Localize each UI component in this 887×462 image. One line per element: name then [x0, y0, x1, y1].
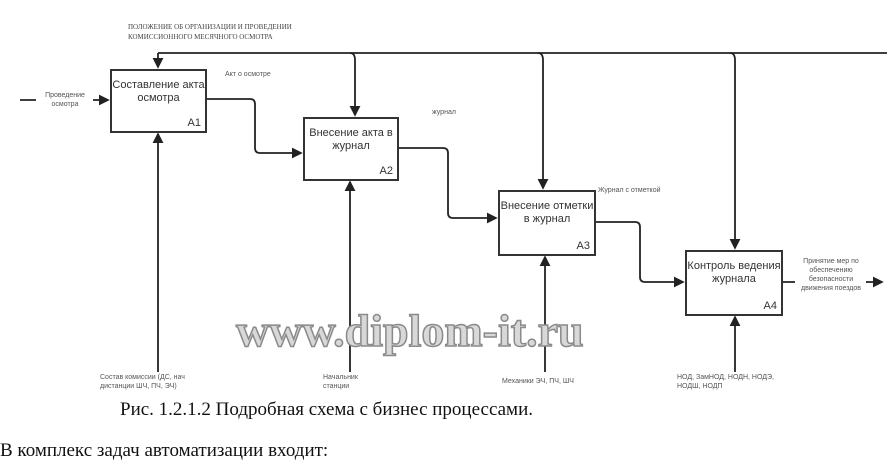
- process-title: Контроль ведения журнала: [687, 260, 781, 285]
- process-id: A3: [576, 240, 590, 252]
- control-arrow-a3: [537, 52, 549, 190]
- figure-caption: Рис. 1.2.1.2 Подробная схема с бизнес пр…: [120, 399, 533, 420]
- mechanism-label-a1: Состав комиссии (ДС, нач дистанции ШЧ, П…: [100, 374, 185, 390]
- process-id: A4: [763, 300, 777, 312]
- a4-output-label: Принятие мер по обеспечению безопасности…: [801, 258, 861, 292]
- body-paragraph: В комплекс задач автоматизации входит:: [0, 440, 329, 461]
- a2-output-arrow: [398, 147, 498, 224]
- control-arrow-a4: [729, 52, 741, 250]
- mechanism-label-a4: НОД, ЗамНОД, НОДН, НОДЭ, НОДШ, НОДП: [677, 374, 774, 390]
- process-box-a4[interactable]: Контроль ведения журнала A4: [685, 250, 783, 316]
- process-title: Внесение отметки в журнал: [500, 200, 594, 225]
- process-id: A1: [187, 117, 201, 129]
- mechanism-label-a2: Начальник станции: [323, 374, 358, 390]
- control-label-line2: КОМИССИОННОГО МЕСЯЧНОГО ОСМОТРА: [128, 33, 273, 41]
- a2-output-label: журнал: [432, 109, 456, 116]
- a1-output-label: Акт о осмотре: [225, 71, 271, 78]
- a3-output-arrow: [595, 221, 685, 288]
- input-label: Проведение осмотра: [45, 92, 85, 108]
- process-id: A2: [379, 165, 393, 177]
- process-box-a2[interactable]: Внесение акта в журнал A2: [303, 117, 399, 181]
- control-arrow-a2: [349, 52, 361, 117]
- process-title: Внесение акта в журнал: [309, 127, 393, 152]
- a3-output-label: Журнал с отметкой: [598, 187, 661, 194]
- control-label-line1: ПОЛОЖЕНИЕ ОБ ОРГАНИЗАЦИИ И ПРОВЕДЕНИИ: [128, 23, 292, 31]
- a1-output-arrow: [206, 98, 303, 159]
- process-box-a3[interactable]: Внесение отметки в журнал A3: [498, 190, 596, 256]
- mechanism-label-a3: Механики ЭЧ, ПЧ, ШЧ: [502, 378, 574, 385]
- process-box-a1[interactable]: Составление акта осмотра A1: [110, 69, 207, 133]
- control-label: ПОЛОЖЕНИЕ ОБ ОРГАНИЗАЦИИ И ПРОВЕДЕНИИ КО…: [128, 22, 292, 42]
- process-title: Составление акта осмотра: [112, 79, 205, 104]
- watermark: www.diplom-it.ru: [235, 304, 584, 357]
